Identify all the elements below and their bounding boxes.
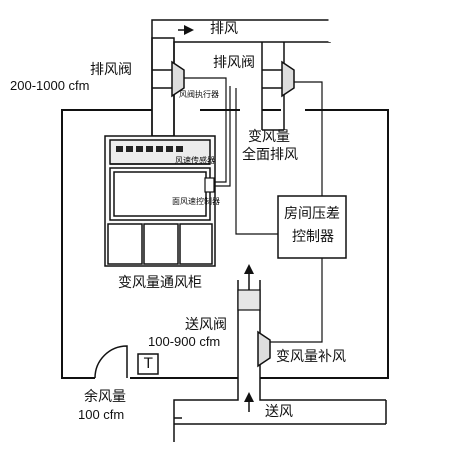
supply-range-label: 100-900 cfm (148, 334, 221, 349)
vav-makeup-air-label: 变风量补风 (276, 349, 346, 365)
general-exhaust-duct (261, 42, 285, 130)
supply-damper-symbol (257, 330, 271, 368)
exhaust-damper-right-symbol (262, 60, 295, 98)
exhaust-damper-left-symbol (152, 60, 185, 98)
supply-duct (173, 280, 387, 442)
control-wiring (184, 77, 323, 343)
vav-fume-hood-label: 变风量通风柜 (118, 275, 202, 291)
exhaust-range-label: 200-1000 cfm (10, 78, 90, 93)
room-pressure-controller-box (277, 195, 347, 259)
fume-hood-indicator-lights (116, 146, 183, 152)
exhaust-damper-right-label: 排风阀 (213, 55, 255, 71)
supply-damper-label: 送风阀 (185, 317, 227, 333)
supply-duct-filter (237, 289, 261, 311)
exhaust-damper-left-label: 排风阀 (90, 62, 132, 78)
lab-room-wall (61, 109, 389, 379)
supply-air-label: 送风 (265, 404, 293, 420)
airflow-sensor-label: 风速传感器 (175, 156, 215, 165)
offset-airflow-label-1: 余风量 (84, 389, 126, 405)
damper-actuator-label: 风阀执行器 (179, 90, 219, 99)
exhaust-top-label: 排风 (210, 21, 238, 37)
thermostat-label: T (144, 356, 153, 372)
face-velocity-controller-label: 面风速控制器 (172, 197, 220, 206)
fume-hood-exhaust-duct (151, 37, 175, 137)
fume-hood-cabinet (104, 135, 216, 267)
room-pressure-label-2: 控制器 (292, 229, 334, 245)
room-pressure-label-1: 房间压差 (284, 206, 340, 222)
vav-general-exhaust-label-2: 全面排风 (242, 147, 298, 163)
vav-general-exhaust-label-1: 变风量 (248, 129, 290, 145)
offset-airflow-label-2: 100 cfm (78, 407, 125, 422)
face-velocity-controller-box (204, 177, 215, 193)
offset-airflow-arc (94, 345, 128, 379)
thermostat-box (137, 353, 159, 375)
